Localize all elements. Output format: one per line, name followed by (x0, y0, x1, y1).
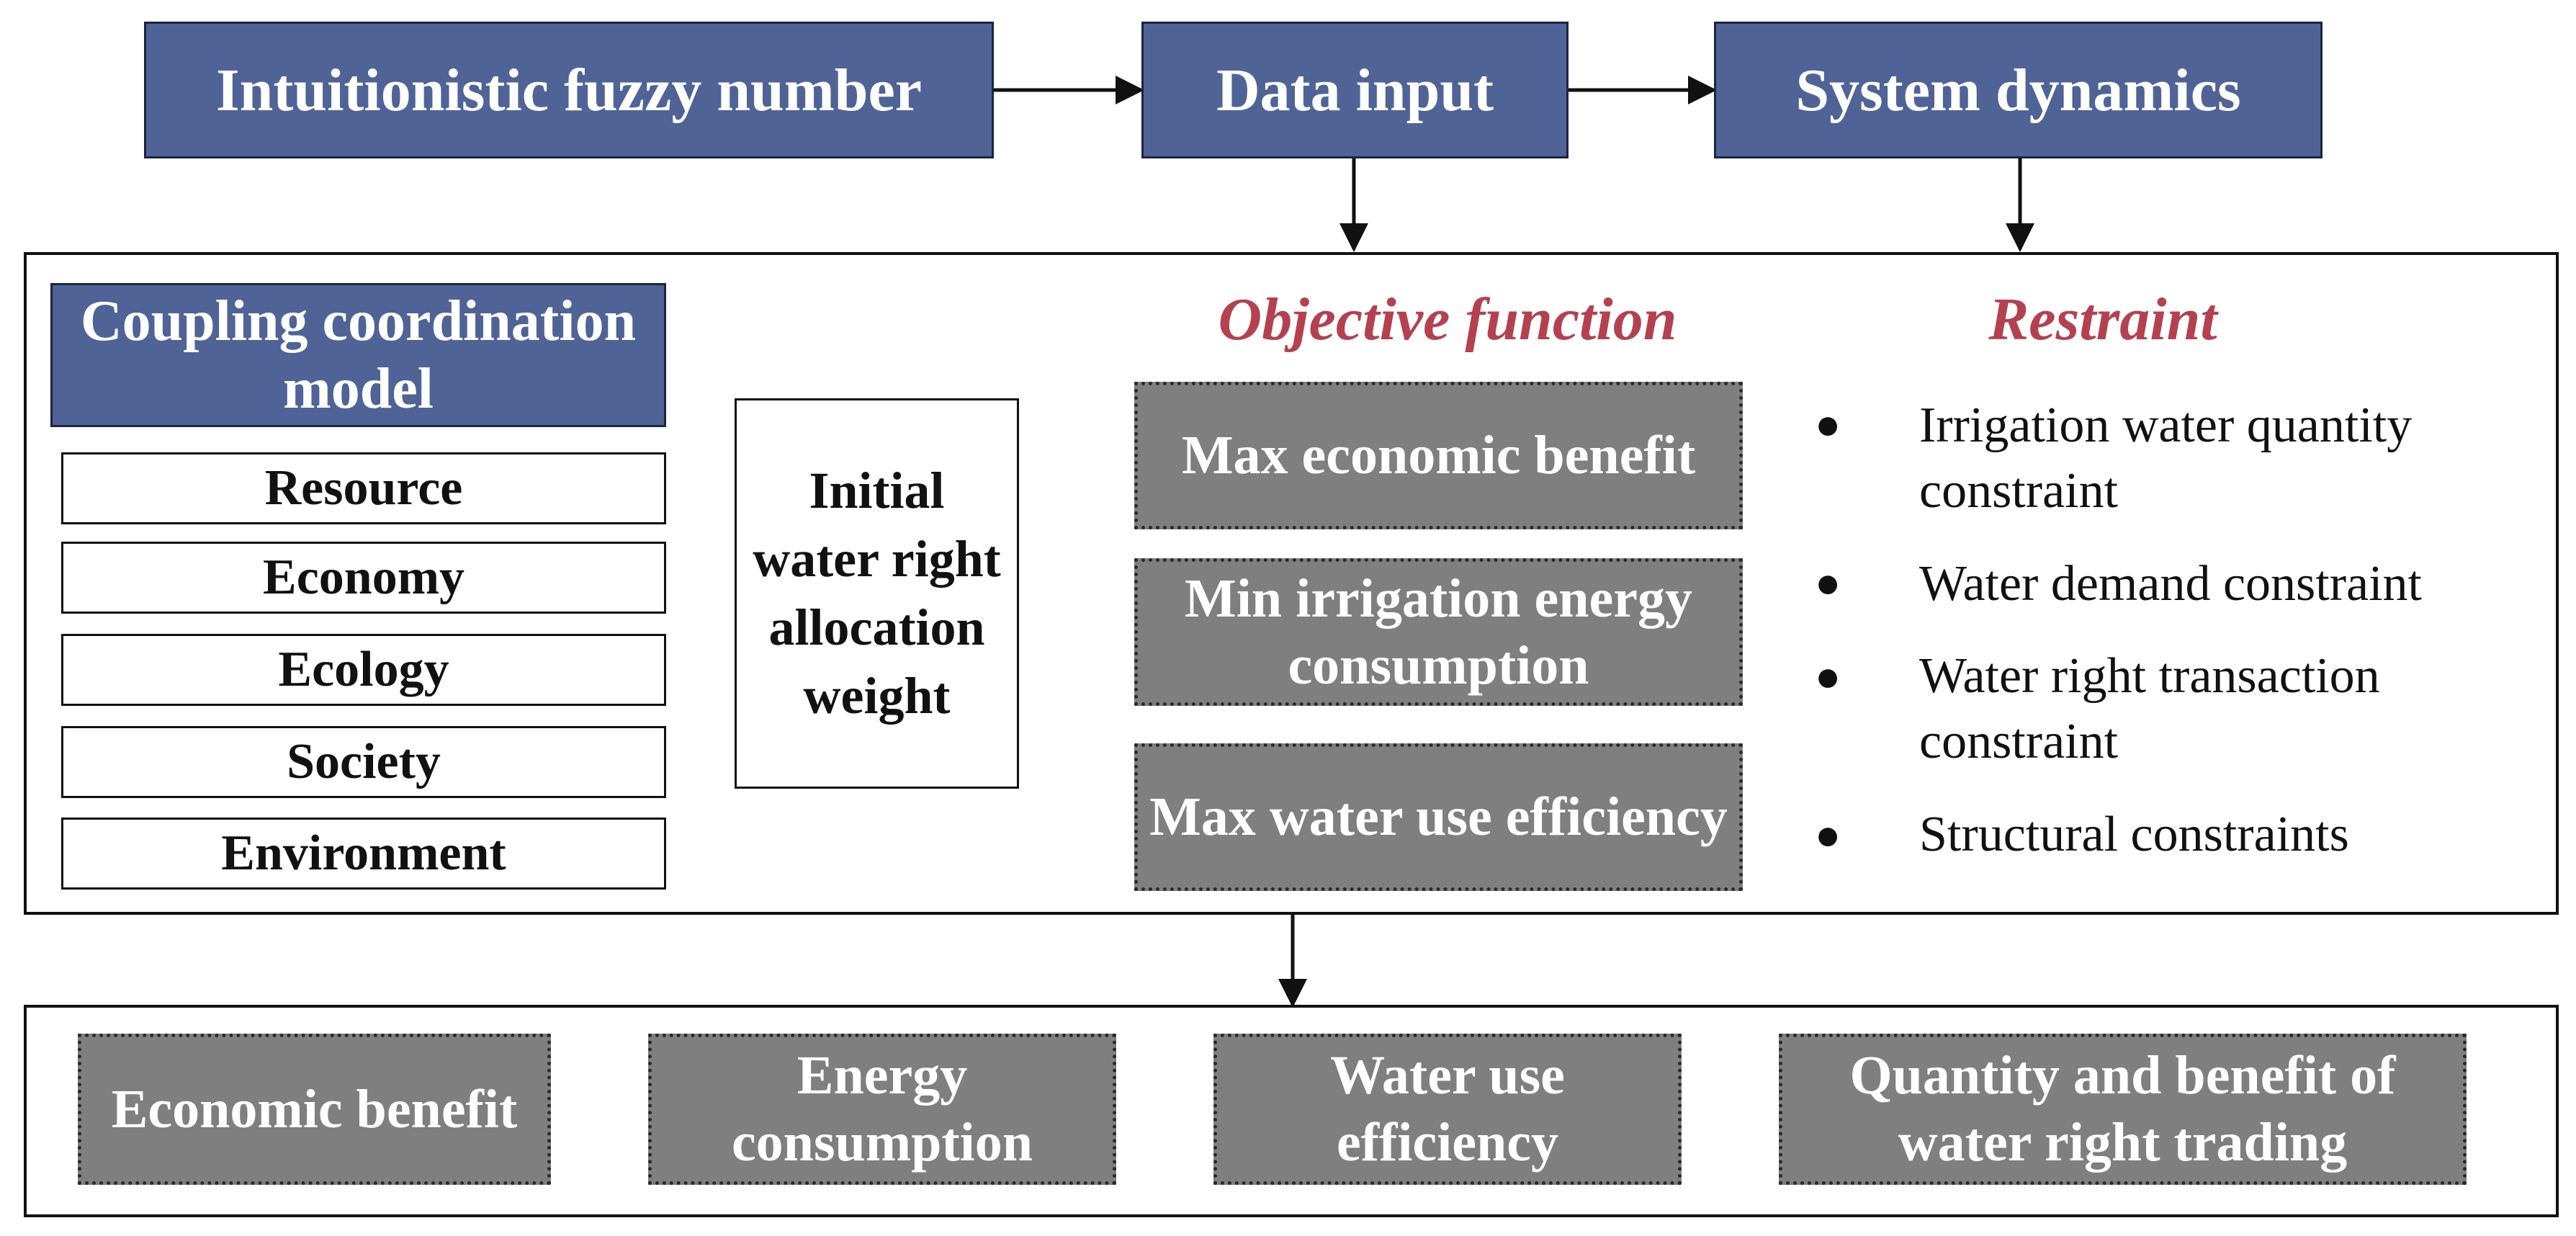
coupling-title-box: Coupling coordination model (50, 283, 666, 427)
output-label: Water use efficiency (1330, 1045, 1565, 1173)
bullet-dot: ● (1815, 400, 1841, 448)
coupling-item-resource: Resource (61, 452, 666, 524)
output-water-use-efficiency: Water use efficiency (1213, 1034, 1682, 1185)
data-input-label: Data input (1216, 56, 1494, 124)
coupling-item-label: Environment (221, 825, 506, 881)
restraint-item-demand: Water demand constraint (1919, 556, 2422, 612)
restraint-item-transaction: Water right transaction constraint (1919, 648, 2380, 769)
bullet-dot: ● (1815, 811, 1841, 859)
output-label: Quantity and benefit of water right trad… (1849, 1045, 2396, 1173)
coupling-item-society: Society (61, 726, 666, 798)
objective-item-label: Min irrigation energy consumption (1185, 568, 1692, 696)
bullet-dot: ● (1815, 653, 1841, 700)
objective-heading: Objective function (1218, 286, 1677, 353)
restraint-item-structural: Structural constraints (1919, 807, 2349, 862)
system-dynamics-label: System dynamics (1795, 56, 2241, 124)
system-dynamics-box: System dynamics (1714, 22, 2323, 158)
coupling-item-ecology: Ecology (61, 634, 666, 706)
output-label: Energy consumption (731, 1045, 1033, 1173)
bullet-dot: ● (1815, 559, 1841, 606)
objective-item-energy: Min irrigation energy consumption (1134, 558, 1743, 706)
output-label: Economic benefit (111, 1078, 518, 1139)
objective-item-label: Max economic benefit (1181, 425, 1696, 486)
restraint-item-irrigation: Irrigation water quantity constraint (1919, 398, 2413, 519)
coupling-item-label: Resource (264, 460, 463, 516)
coupling-item-label: Ecology (278, 642, 449, 697)
coupling-item-economy: Economy (61, 542, 666, 614)
coupling-item-environment: Environment (61, 818, 666, 890)
restraint-heading: Restraint (1988, 286, 2217, 353)
objective-item-label: Max water use efficiency (1149, 787, 1728, 848)
fuzzy-number-label: Intuitionistic fuzzy number (215, 56, 923, 124)
data-input-box: Data input (1141, 22, 1569, 158)
allocation-weight-box: Initial water right allocation weight (735, 398, 1019, 789)
coupling-item-label: Society (287, 734, 441, 789)
output-water-right-trading: Quantity and benefit of water right trad… (1779, 1034, 2467, 1185)
objective-item-economic: Max economic benefit (1134, 382, 1743, 529)
coupling-item-label: Economy (263, 550, 465, 605)
coupling-title-label: Coupling coordination model (80, 289, 637, 421)
fuzzy-number-box: Intuitionistic fuzzy number (144, 22, 994, 158)
allocation-weight-label: Initial water right allocation weight (753, 461, 1001, 725)
output-energy-consumption: Energy consumption (648, 1034, 1116, 1185)
objective-item-efficiency: Max water use efficiency (1134, 743, 1743, 891)
output-economic-benefit: Economic benefit (78, 1034, 551, 1185)
